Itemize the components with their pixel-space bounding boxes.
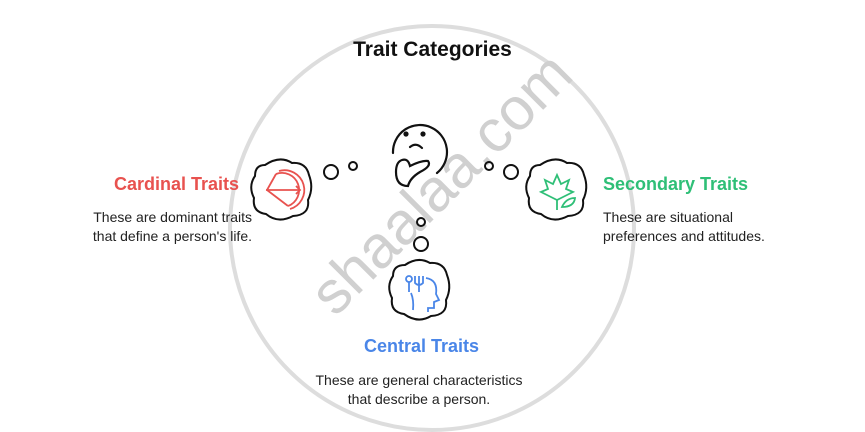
central-traits-description: These are general characteristics that d…	[0, 371, 838, 409]
central-traits-label: Central Traits	[363, 336, 480, 356]
head-fork-icon	[405, 275, 441, 312]
thinking-face-icon	[391, 123, 449, 188]
secondary-traits-label: Secondary Traits	[603, 174, 749, 194]
cardinal-traits-label: Cardinal Traits	[113, 174, 239, 194]
cardinal-traits-description: These are dominant traits that define a …	[40, 208, 252, 246]
central-desc-line: that describe a person.	[347, 391, 491, 407]
cloud-secondary	[525, 158, 588, 221]
bow-arrow-icon	[265, 169, 306, 210]
watermark-circle	[228, 24, 636, 432]
secondary-desc-line: These are situational	[603, 209, 733, 225]
page-title: Trait Categories	[353, 38, 512, 61]
central-desc-line: These are general characteristics	[315, 372, 523, 388]
leaf-icon	[538, 172, 577, 210]
cardinal-desc-line: that define a person's life.	[92, 228, 252, 244]
secondary-desc-line: preferences and attitudes.	[603, 228, 765, 244]
secondary-traits-description: These are situational preferences and at…	[603, 208, 765, 246]
thought-bubbles	[323, 161, 519, 252]
cardinal-desc-line: These are dominant traits	[93, 209, 252, 225]
